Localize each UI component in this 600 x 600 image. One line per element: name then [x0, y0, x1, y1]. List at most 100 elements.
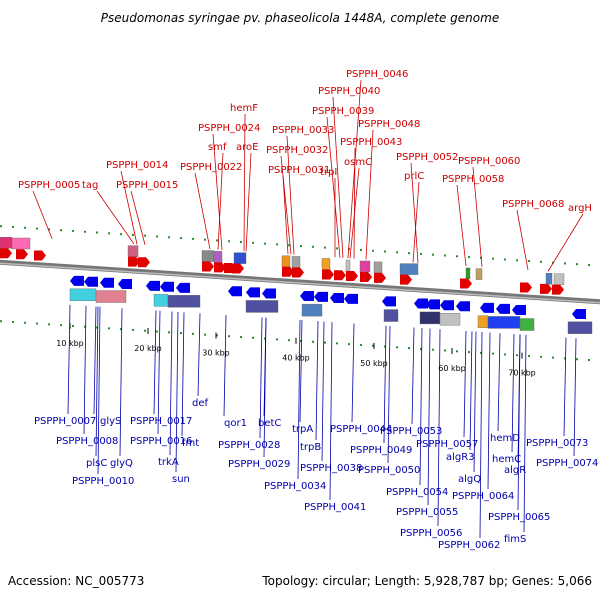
reverse-gene-leader: [321, 321, 325, 462]
forward-gene-box: [545, 273, 553, 285]
forward-ring-dot: [216, 239, 218, 242]
forward-gene-label: osmC: [344, 157, 372, 168]
reverse-gene-leader: [497, 333, 501, 432]
reverse-gene-leader: [387, 325, 391, 464]
forward-gene-arrow: [16, 249, 28, 260]
forward-ring-dot: [24, 226, 26, 229]
reverse-ring-dot: [468, 351, 470, 354]
reverse-gene-box: [487, 316, 521, 329]
reverse-gene-label: PSPPH_0034: [264, 481, 326, 492]
reverse-gene-label: PSPPH_0074: [536, 458, 598, 469]
reverse-gene-label: PSPPH_0010: [72, 476, 134, 487]
reverse-ring-dot: [360, 343, 362, 346]
reverse-ring-dot: [144, 329, 146, 332]
reverse-gene-label: fmt: [182, 438, 199, 449]
reverse-gene-leader: [427, 328, 431, 506]
forward-gene-label: trpI: [320, 167, 337, 178]
genome-backbone-highlight: [0, 262, 600, 304]
forward-ring-dot: [84, 230, 86, 233]
reverse-gene-leader: [487, 332, 491, 490]
reverse-gene-box: [69, 288, 97, 302]
forward-gene-label: prlC: [404, 171, 424, 182]
reverse-gene-leader: [351, 323, 355, 423]
reverse-gene-leader: [329, 322, 333, 501]
reverse-ring-dot: [192, 332, 194, 335]
reverse-ring-dot: [0, 320, 2, 323]
reverse-gene-leader: [523, 334, 527, 533]
reverse-gene-label: fimS: [504, 534, 526, 545]
reverse-gene-label: PSPPH_0057: [416, 439, 478, 450]
forward-gene-label: PSPPH_0046: [346, 69, 408, 80]
forward-gene-label: PSPPH_0005: [18, 180, 80, 191]
forward-gene-label: PSPPH_0031: [268, 165, 330, 176]
forward-ring-dot: [576, 263, 578, 266]
forward-ring-dot: [96, 231, 98, 234]
reverse-gene-arrow: [414, 298, 428, 309]
reverse-ring-dot: [96, 326, 98, 329]
reverse-gene-label: PSPPH_0016: [130, 436, 192, 447]
forward-ring-dot: [444, 254, 446, 257]
reverse-gene-label: PSPPH_0049: [350, 445, 412, 456]
forward-gene-leader: [96, 190, 135, 245]
forward-ring-dot: [588, 264, 590, 267]
scale-tick-label: 20 kbp: [134, 344, 162, 353]
forward-ring-dot: [276, 243, 278, 246]
reverse-ring-dot: [324, 341, 326, 344]
forward-gene-label: argH: [568, 203, 592, 214]
reverse-ring-dot: [276, 338, 278, 341]
reverse-ring-dot: [384, 345, 386, 348]
reverse-gene-label: algQ: [458, 474, 481, 485]
forward-gene-leader: [353, 147, 356, 259]
reverse-gene-leader: [119, 308, 123, 457]
forward-ring-dot: [396, 251, 398, 254]
reverse-gene-arrow: [344, 293, 358, 304]
reverse-gene-label: PSPPH_0054: [386, 487, 448, 498]
forward-gene-box: [213, 251, 223, 263]
forward-ring-dot: [504, 258, 506, 261]
forward-gene-label: PSPPH_0052: [396, 152, 458, 163]
reverse-ring-dot: [492, 352, 494, 355]
forward-ring-dot: [468, 256, 470, 259]
reverse-gene-leader: [95, 306, 99, 457]
reverse-gene-label: qor1: [224, 418, 247, 429]
reverse-gene-arrow: [496, 303, 510, 314]
forward-gene-leader: [120, 170, 138, 245]
reverse-gene-leader: [463, 330, 467, 438]
forward-gene-box: [465, 267, 471, 280]
forward-ring-dot: [528, 260, 530, 263]
reverse-gene-box: [567, 321, 593, 334]
reverse-ring-dot: [312, 340, 314, 343]
forward-ring-dot: [420, 252, 422, 255]
reverse-gene-arrow: [330, 292, 344, 303]
reverse-ring-dot: [12, 320, 14, 323]
reverse-gene-arrow: [146, 280, 160, 291]
reverse-ring-dot: [540, 355, 542, 358]
reverse-gene-label: sun: [172, 474, 190, 485]
reverse-ring-dot: [48, 323, 50, 326]
reverse-ring-dot: [396, 346, 398, 349]
forward-gene-box: [553, 273, 565, 285]
forward-gene-leader: [410, 162, 419, 263]
reverse-gene-leader: [573, 338, 577, 457]
forward-gene-arrow: [138, 257, 150, 268]
reverse-gene-label: def: [192, 398, 209, 409]
forward-gene-leader: [472, 166, 483, 268]
reverse-ring-dot: [372, 344, 374, 347]
forward-gene-arrow: [374, 272, 386, 283]
forward-gene-label: smf: [208, 142, 227, 153]
forward-gene-leader: [243, 113, 246, 252]
forward-gene-label: PSPPH_0024: [198, 123, 260, 134]
reverse-gene-leader: [197, 313, 201, 397]
forward-gene-box: [475, 268, 483, 280]
reverse-gene-label: PSPPH_0007: [34, 416, 96, 427]
reverse-gene-leader: [181, 312, 185, 437]
reverse-gene-box: [419, 311, 441, 325]
forward-gene-label: PSPPH_0048: [358, 119, 420, 130]
reverse-gene-arrow: [84, 276, 98, 287]
forward-ring-dot: [372, 249, 374, 252]
forward-ring-dot: [324, 246, 326, 249]
forward-ring-dot: [12, 225, 14, 228]
forward-ring-dot: [264, 242, 266, 245]
reverse-gene-leader: [419, 328, 423, 486]
